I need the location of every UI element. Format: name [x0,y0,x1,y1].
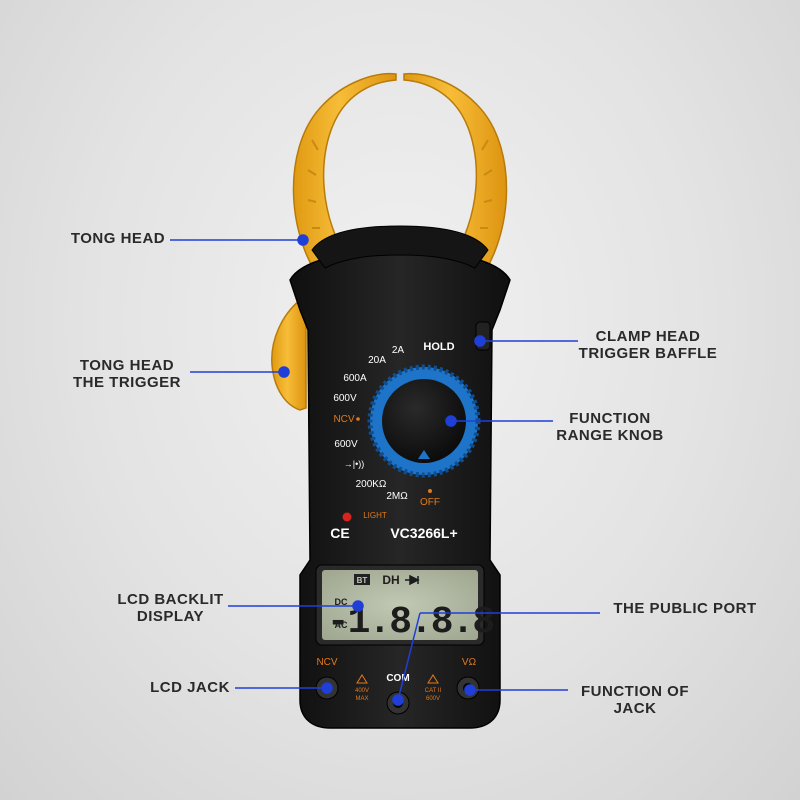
hold-label: HOLD [423,341,454,353]
callout-clamp-head-trigger-baffle: CLAMP HEAD TRIGGER BAFFLE [578,328,718,362]
dial-label-200kohm: 200KΩ [356,479,387,490]
clamp-collar [311,225,489,269]
jack-rating-right: CAT II [425,688,442,694]
lcd-digits: -1.8.8.8 [327,601,494,644]
tong-head-trigger[interactable] [271,299,307,411]
jack-rating-left: 400V [355,688,369,694]
dial-label-20a: 20A [368,355,386,366]
warning-icon-left [356,674,368,684]
dial-label-600v-ac: 600V [334,439,358,450]
light-label: LIGHT [363,511,387,520]
tong-head[interactable] [292,72,508,292]
lcd-ac: AC [335,620,348,630]
callout-tong-head: TONG HEAD [70,230,166,247]
jack-label-com: COM [386,673,409,684]
warning-icon-right [427,674,439,684]
dial-label-off: OFF [420,497,440,508]
dial-label-ncv: NCV [333,414,354,425]
jack-rating-left-2: MAX [355,696,368,702]
lcd-bt: BT [357,576,368,585]
callout-lcd-backlit-display: LCD BACKLIT DISPLAY [117,591,224,625]
ncv-dot [356,417,360,421]
jack-rating-right-2: 600V [426,696,440,702]
callout-tong-head-trigger: TONG HEAD THE TRIGGER [72,357,181,391]
callout-lines [170,234,600,706]
dial-label-2mohm: 2MΩ [386,491,408,502]
lcd-backlit-display: BT DH DC AC -1.8.8.8 [315,564,495,646]
dial-label-600a: 600A [343,373,367,384]
jack-label-ncv: NCV [316,657,337,668]
lcd-dh: DH [382,573,399,587]
dial-label-2a: 2A [392,345,405,356]
dial-label-600v-dc: 600V [333,393,357,404]
callout-function-range-knob: FUNCTION RANGE KNOB [556,410,664,444]
light-indicator [342,512,352,522]
ce-mark: CE [330,525,349,541]
dial-label-diode: →|•)) [344,459,364,469]
jack-label-vohm: VΩ [462,657,477,668]
callout-public-port: THE PUBLIC PORT [613,600,757,617]
model-name: VC3266L+ [390,525,457,541]
lcd-dc: DC [335,597,348,607]
callout-function-of-jack: FUNCTION OF JACK [581,683,689,717]
off-dot [428,489,432,493]
callout-lcd-jack: LCD JACK [150,679,230,696]
